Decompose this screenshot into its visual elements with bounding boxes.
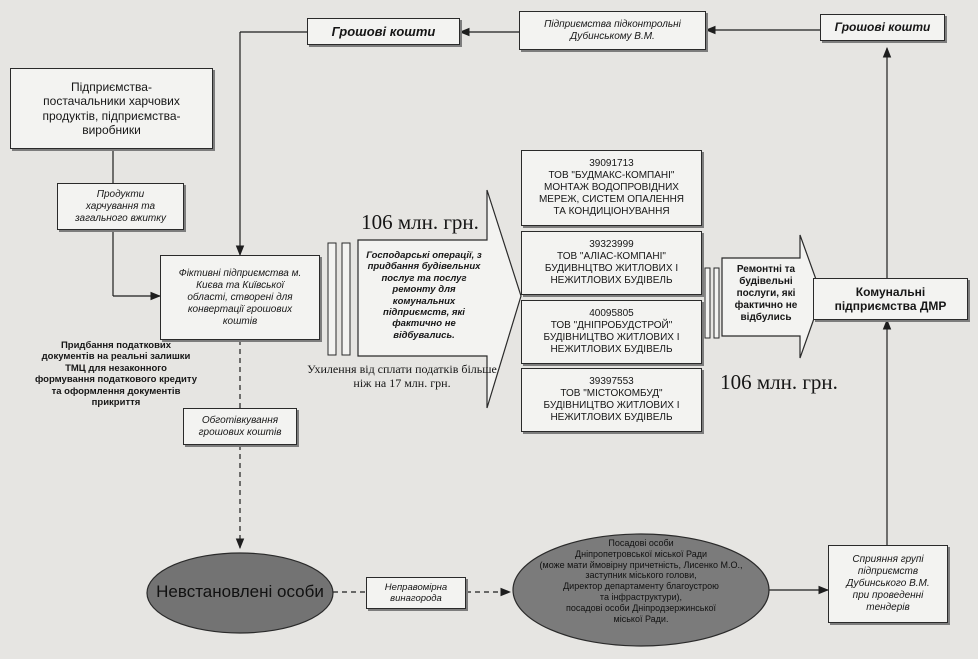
food-products-label: Продукти харчування та загального вжитку xyxy=(75,188,166,224)
cash-label-top-right: Грошові кошти xyxy=(834,20,931,35)
business-operations-text: Господарські операції, з придбання будів… xyxy=(366,250,482,341)
company-mistokombud-label: 39397553 ТОВ "МІСТОКОМБУД" БУДІВНИЦТВО Ж… xyxy=(543,376,680,423)
separator-bar-4 xyxy=(713,267,720,339)
food-products-box: Продукти харчування та загального вжитку xyxy=(57,183,184,230)
company-dniprobudstroy-box: 40095805 ТОВ "ДНІПРОБУДСТРОЙ" БУДІВНИЦТВ… xyxy=(521,300,702,364)
cashing-out-label: Обготівкування грошових коштів xyxy=(198,414,282,438)
cashing-out-box: Обготівкування грошових коштів xyxy=(183,408,297,445)
assistance-label: Сприяння групі підприємств Дубинського В… xyxy=(846,554,930,613)
fictitious-enterprises-label: Фіктивні підприємства м. Києва та Київсь… xyxy=(178,267,302,327)
suppliers-label: Підприємства- постачальники харчових про… xyxy=(42,79,181,137)
municipal-enterprises-box: Комунальні підприємства ДМР xyxy=(813,278,968,320)
separator-bar-3 xyxy=(704,267,711,339)
unknown-persons-label: Невстановлені особи xyxy=(156,582,324,601)
amount-bottom-label: 106 млн. грн. xyxy=(720,370,838,394)
controlled-enterprises-box: Підприємства підконтрольні Дубинському В… xyxy=(519,11,706,50)
repair-services-text: Ремонтні та будівельні послуги, які факт… xyxy=(734,264,798,323)
company-alias-label: 39323999 ТОВ "АЛІАС-КОМПАНІ" БУДИВНЦТВО … xyxy=(544,239,679,286)
tax-documents-text: Придбання податкових документів на реаль… xyxy=(34,340,197,408)
suppliers-box: Підприємства- постачальники харчових про… xyxy=(10,68,213,149)
company-dniprobudstroy-label: 40095805 ТОВ "ДНІПРОБУДСТРОЙ" БУДІВНИЦТВ… xyxy=(543,308,680,355)
company-budmaks-label: 39091713 ТОВ "БУДМАКС-КОМПАНІ" МОНТАЖ ВО… xyxy=(538,158,685,217)
officials-text: Посадові особи Дніпропетровської міської… xyxy=(539,538,743,624)
cash-box-top-right: Грошові кошти xyxy=(820,14,945,41)
assistance-box: Сприяння групі підприємств Дубинського В… xyxy=(828,545,948,623)
company-alias-box: 39323999 ТОВ "АЛІАС-КОМПАНІ" БУДИВНЦТВО … xyxy=(521,231,702,295)
amount-top-label: 106 млн. грн. xyxy=(361,210,479,234)
municipal-enterprises-label: Комунальні підприємства ДМР xyxy=(834,284,947,313)
company-budmaks-box: 39091713 ТОВ "БУДМАКС-КОМПАНІ" МОНТАЖ ВО… xyxy=(521,150,702,226)
fictitious-enterprises-box: Фіктивні підприємства м. Києва та Київсь… xyxy=(160,255,320,340)
tax-evasion-text: Ухилення від сплати податків більше ніж … xyxy=(307,362,497,391)
cash-label-top-left: Грошові кошти xyxy=(331,23,436,39)
illegal-reward-label: Неправомірна винагорода xyxy=(384,581,448,604)
separator-bar-2 xyxy=(341,242,351,356)
company-mistokombud-box: 39397553 ТОВ "МІСТОКОМБУД" БУДІВНИЦТВО Ж… xyxy=(521,368,702,432)
separator-bar-1 xyxy=(327,242,337,356)
illegal-reward-box: Неправомірна винагорода xyxy=(366,577,466,609)
controlled-enterprises-label: Підприємства підконтрольні Дубинському В… xyxy=(544,18,681,42)
cash-box-top-left: Грошові кошти xyxy=(307,18,460,45)
